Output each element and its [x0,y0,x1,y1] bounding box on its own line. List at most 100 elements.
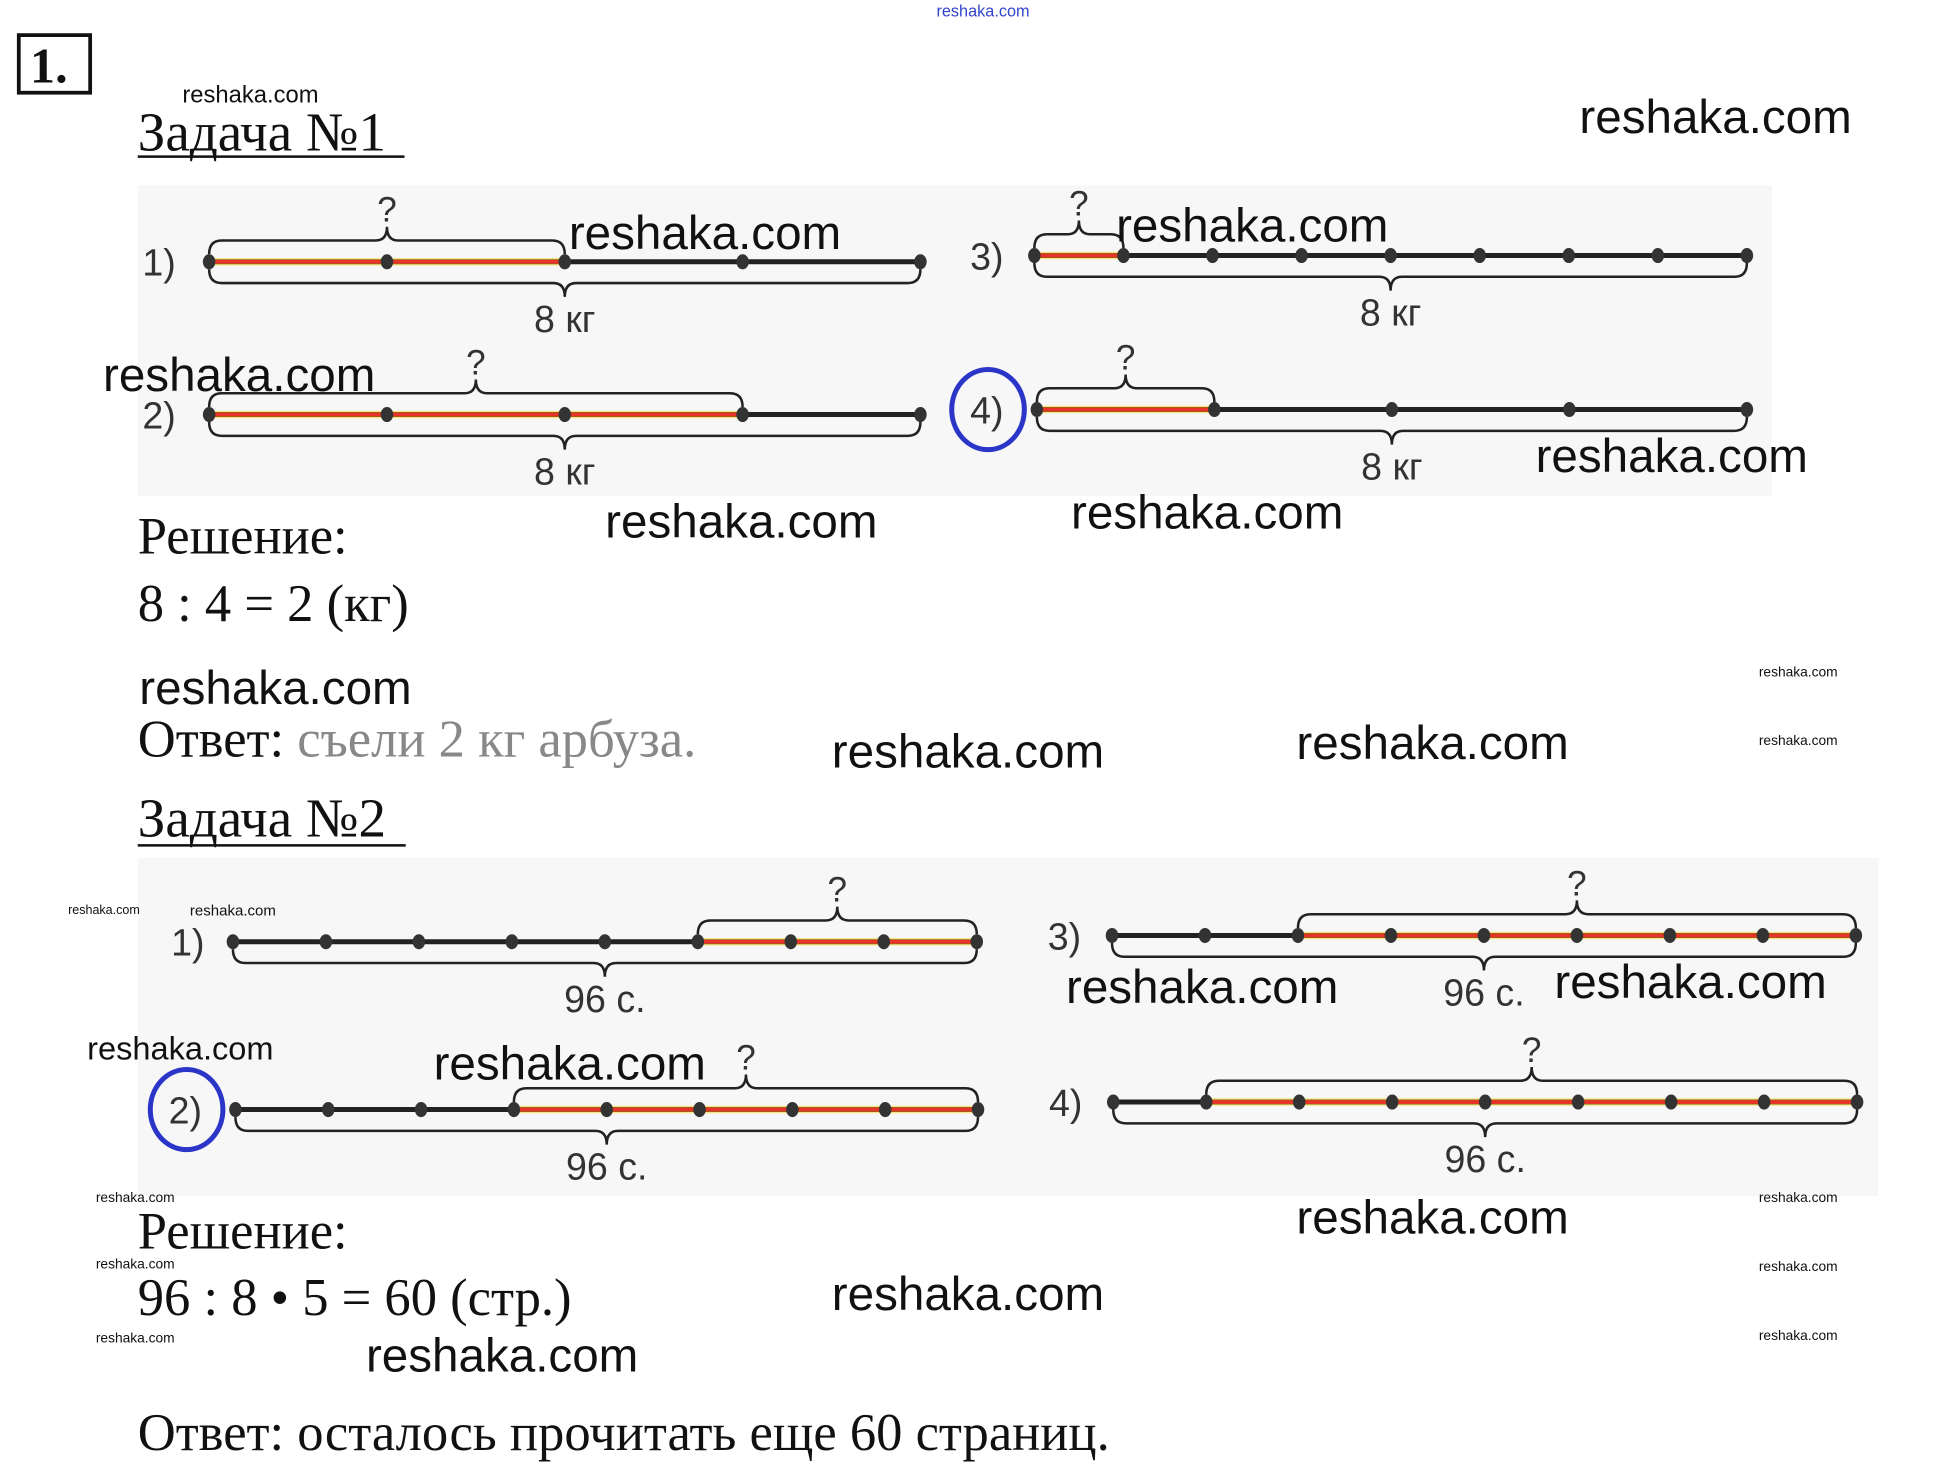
segment-point [380,254,394,270]
segment-point [1291,927,1305,944]
segment-point [1756,927,1770,944]
bottom-brace [234,1117,980,1145]
segment-point [878,1102,892,1118]
segment-point [736,407,749,423]
segment-diagram: 4)?96 с. [1049,1031,1864,1180]
segment-point [1562,247,1576,264]
segment-point [507,1102,521,1118]
segment-point [229,1102,242,1118]
segment-point [1106,1094,1120,1110]
watermark: reshaka.com [434,1037,706,1090]
watermark: reshaka.com [96,1330,175,1345]
segment-diagram: 3)?8 кг [970,184,1754,334]
watermark: reshaka.com [605,495,877,548]
segment-point [784,934,798,950]
total-label: 8 кг [1361,446,1422,488]
top-brace [1204,1066,1859,1095]
task1-answer-label: Ответ: [138,710,284,768]
diagram-label: 2) [169,1089,202,1131]
task2-solution: 96 : 8 • 5 = 60 (стр.) [138,1269,572,1327]
bottom-brace [207,422,922,450]
segment-point [1473,247,1486,264]
segment-point [321,1102,335,1118]
segment-diagram: 2)?96 с. [147,1038,985,1188]
segment-point [1198,927,1212,944]
watermark: reshaka.com [1066,961,1338,1014]
segment-point [380,407,394,423]
segment-point [1740,402,1754,418]
segment-point [202,407,216,423]
segment-point [558,254,572,270]
watermark: reshaka.com [1071,487,1343,540]
watermark: reshaka.com [1296,1192,1568,1245]
segment-point [1384,247,1397,264]
segment-point [1385,402,1399,418]
watermark: reshaka.com [139,662,411,715]
watermark: reshaka.com [1759,664,1838,679]
task1-answer: Ответ: съели 2 кг арбуза. [138,710,697,768]
segment-point [786,1102,799,1118]
watermark: reshaka.com [569,207,841,260]
bottom-brace [1110,942,1858,971]
total-label: 96 с. [1444,1138,1525,1180]
segment-point [1028,247,1041,264]
task2-answer: Ответ: осталось прочитать еще 60 страниц… [138,1404,1110,1462]
segment-point [971,1102,985,1118]
task2-solution-label: Решение: [138,1203,348,1261]
segment-point [202,254,216,270]
diagram-label: 3) [1048,915,1081,957]
segment-point [1478,1094,1492,1110]
segment-diagram: 1)?8 кг [142,191,927,340]
watermark: reshaka.com [96,1190,175,1205]
bottom-brace [1033,262,1749,291]
segment-point [1651,247,1665,264]
total-label: 96 с. [564,978,645,1020]
answer-circle [147,1066,226,1153]
bottom-brace [1112,1109,1859,1138]
segment-point [412,934,426,950]
segment-point [414,1102,428,1118]
top-brace [512,1074,980,1103]
question-mark: ? [466,343,486,382]
exercise-number-box [16,33,93,95]
question-mark: ? [828,871,848,910]
watermark: reshaka.com [1554,956,1826,1009]
question-mark: ? [1116,338,1136,377]
bottom-brace [207,269,922,297]
segment-point [1292,1094,1306,1110]
watermark: reshaka.com [1759,1259,1838,1274]
watermark: reshaka.com [832,1268,1104,1321]
question-mark: ? [1522,1031,1542,1070]
watermark: reshaka.com [1759,1328,1838,1343]
segment-point [226,934,240,950]
segment-point [970,934,984,950]
watermark: reshaka.com [1759,733,1838,748]
total-label: 96 с. [566,1146,647,1188]
task1-solution: 8 : 4 = 2 (кг) [138,575,409,633]
segment-point [558,407,572,423]
watermark: reshaka.com [1759,1190,1838,1205]
top-brace [696,906,979,935]
segment-point [1571,1094,1585,1110]
diagram-label: 4) [970,389,1003,431]
total-label: 8 кг [534,298,595,340]
watermark: reshaka.com [87,1030,273,1066]
watermark: reshaka.com [1536,430,1808,483]
diagram-label: 3) [970,235,1003,277]
bottom-brace [1035,417,1749,445]
answer-circle [949,366,1027,453]
diagram-label: 1) [142,242,175,284]
segment-diagram: 4)? 8 кг [949,338,1754,488]
task2-diagram-area [137,857,1879,1196]
question-mark: ? [1567,864,1587,903]
segment-point [598,934,612,950]
watermark: reshaka.com [190,902,276,919]
segment-point [1208,402,1221,418]
watermark: reshaka.com [103,349,375,402]
segment-diagram: 3)?96 с. [1048,864,1863,1014]
top-brace [207,379,744,408]
task2-title: Задача №2 [138,788,386,849]
segment-point [1849,927,1863,944]
segment-point [600,1102,613,1118]
